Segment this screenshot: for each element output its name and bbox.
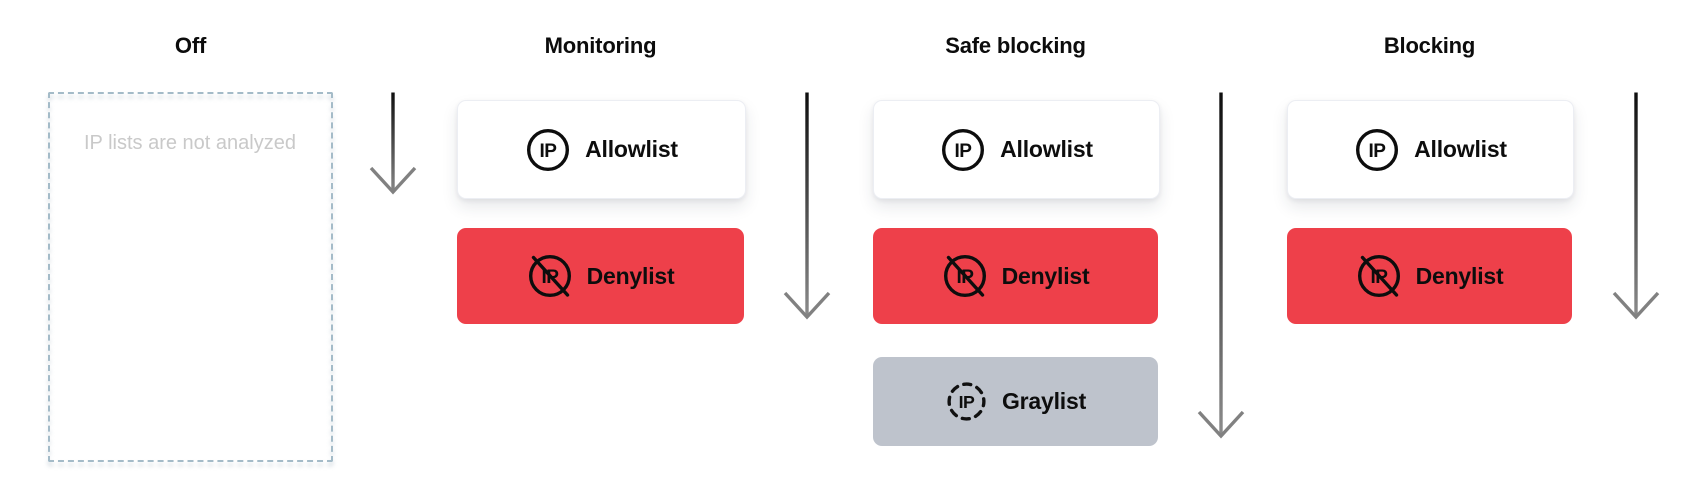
svg-text:IP: IP	[540, 141, 558, 162]
card-monitoring-denylist: IP Denylist	[457, 228, 744, 324]
card-label: Allowlist	[1000, 136, 1093, 162]
card-label: Allowlist	[585, 136, 678, 162]
card-monitoring-allowlist: IP Allowlist	[457, 100, 746, 199]
column-title-safe-blocking: Safe blocking	[945, 33, 1086, 58]
card-label: Allowlist	[1414, 136, 1507, 162]
card-safe-blocking-allowlist: IP Allowlist	[873, 100, 1160, 199]
off-empty-note: IP lists are not analyzed	[84, 132, 296, 154]
ip-dashed-circle-icon: IP	[947, 382, 986, 421]
arrow-after-blocking-icon	[1612, 92, 1660, 320]
svg-text:IP: IP	[959, 392, 975, 412]
off-empty-box	[48, 92, 333, 462]
ip-circle-slash-icon: IP	[943, 255, 986, 297]
svg-text:IP: IP	[955, 141, 973, 162]
arrow-off-to-monitoring-icon	[369, 92, 417, 195]
column-title-off: Off	[174, 33, 207, 58]
arrow-monitoring-to-safe-icon	[783, 92, 831, 320]
svg-text:IP: IP	[1369, 141, 1387, 162]
card-label: Denylist	[1415, 262, 1504, 289]
arrow-safe-to-blocking-icon	[1197, 92, 1245, 439]
card-label: Denylist	[1001, 262, 1090, 289]
ip-circle-icon: IP	[942, 128, 985, 171]
ip-circle-icon: IP	[1356, 128, 1399, 171]
ip-circle-slash-icon: IP	[528, 255, 571, 297]
column-title-blocking: Blocking	[1383, 33, 1476, 58]
ip-circle-slash-icon: IP	[1357, 255, 1400, 297]
column-title-monitoring: Monitoring	[544, 33, 657, 58]
card-blocking-denylist: IP Denylist	[1287, 228, 1572, 324]
card-blocking-allowlist: IP Allowlist	[1287, 100, 1574, 199]
card-label: Graylist	[1001, 388, 1087, 414]
ip-circle-icon: IP	[527, 128, 570, 171]
card-safe-blocking-graylist: IP Graylist	[873, 357, 1158, 446]
card-safe-blocking-denylist: IP Denylist	[873, 228, 1158, 324]
card-label: Denylist	[586, 262, 675, 289]
